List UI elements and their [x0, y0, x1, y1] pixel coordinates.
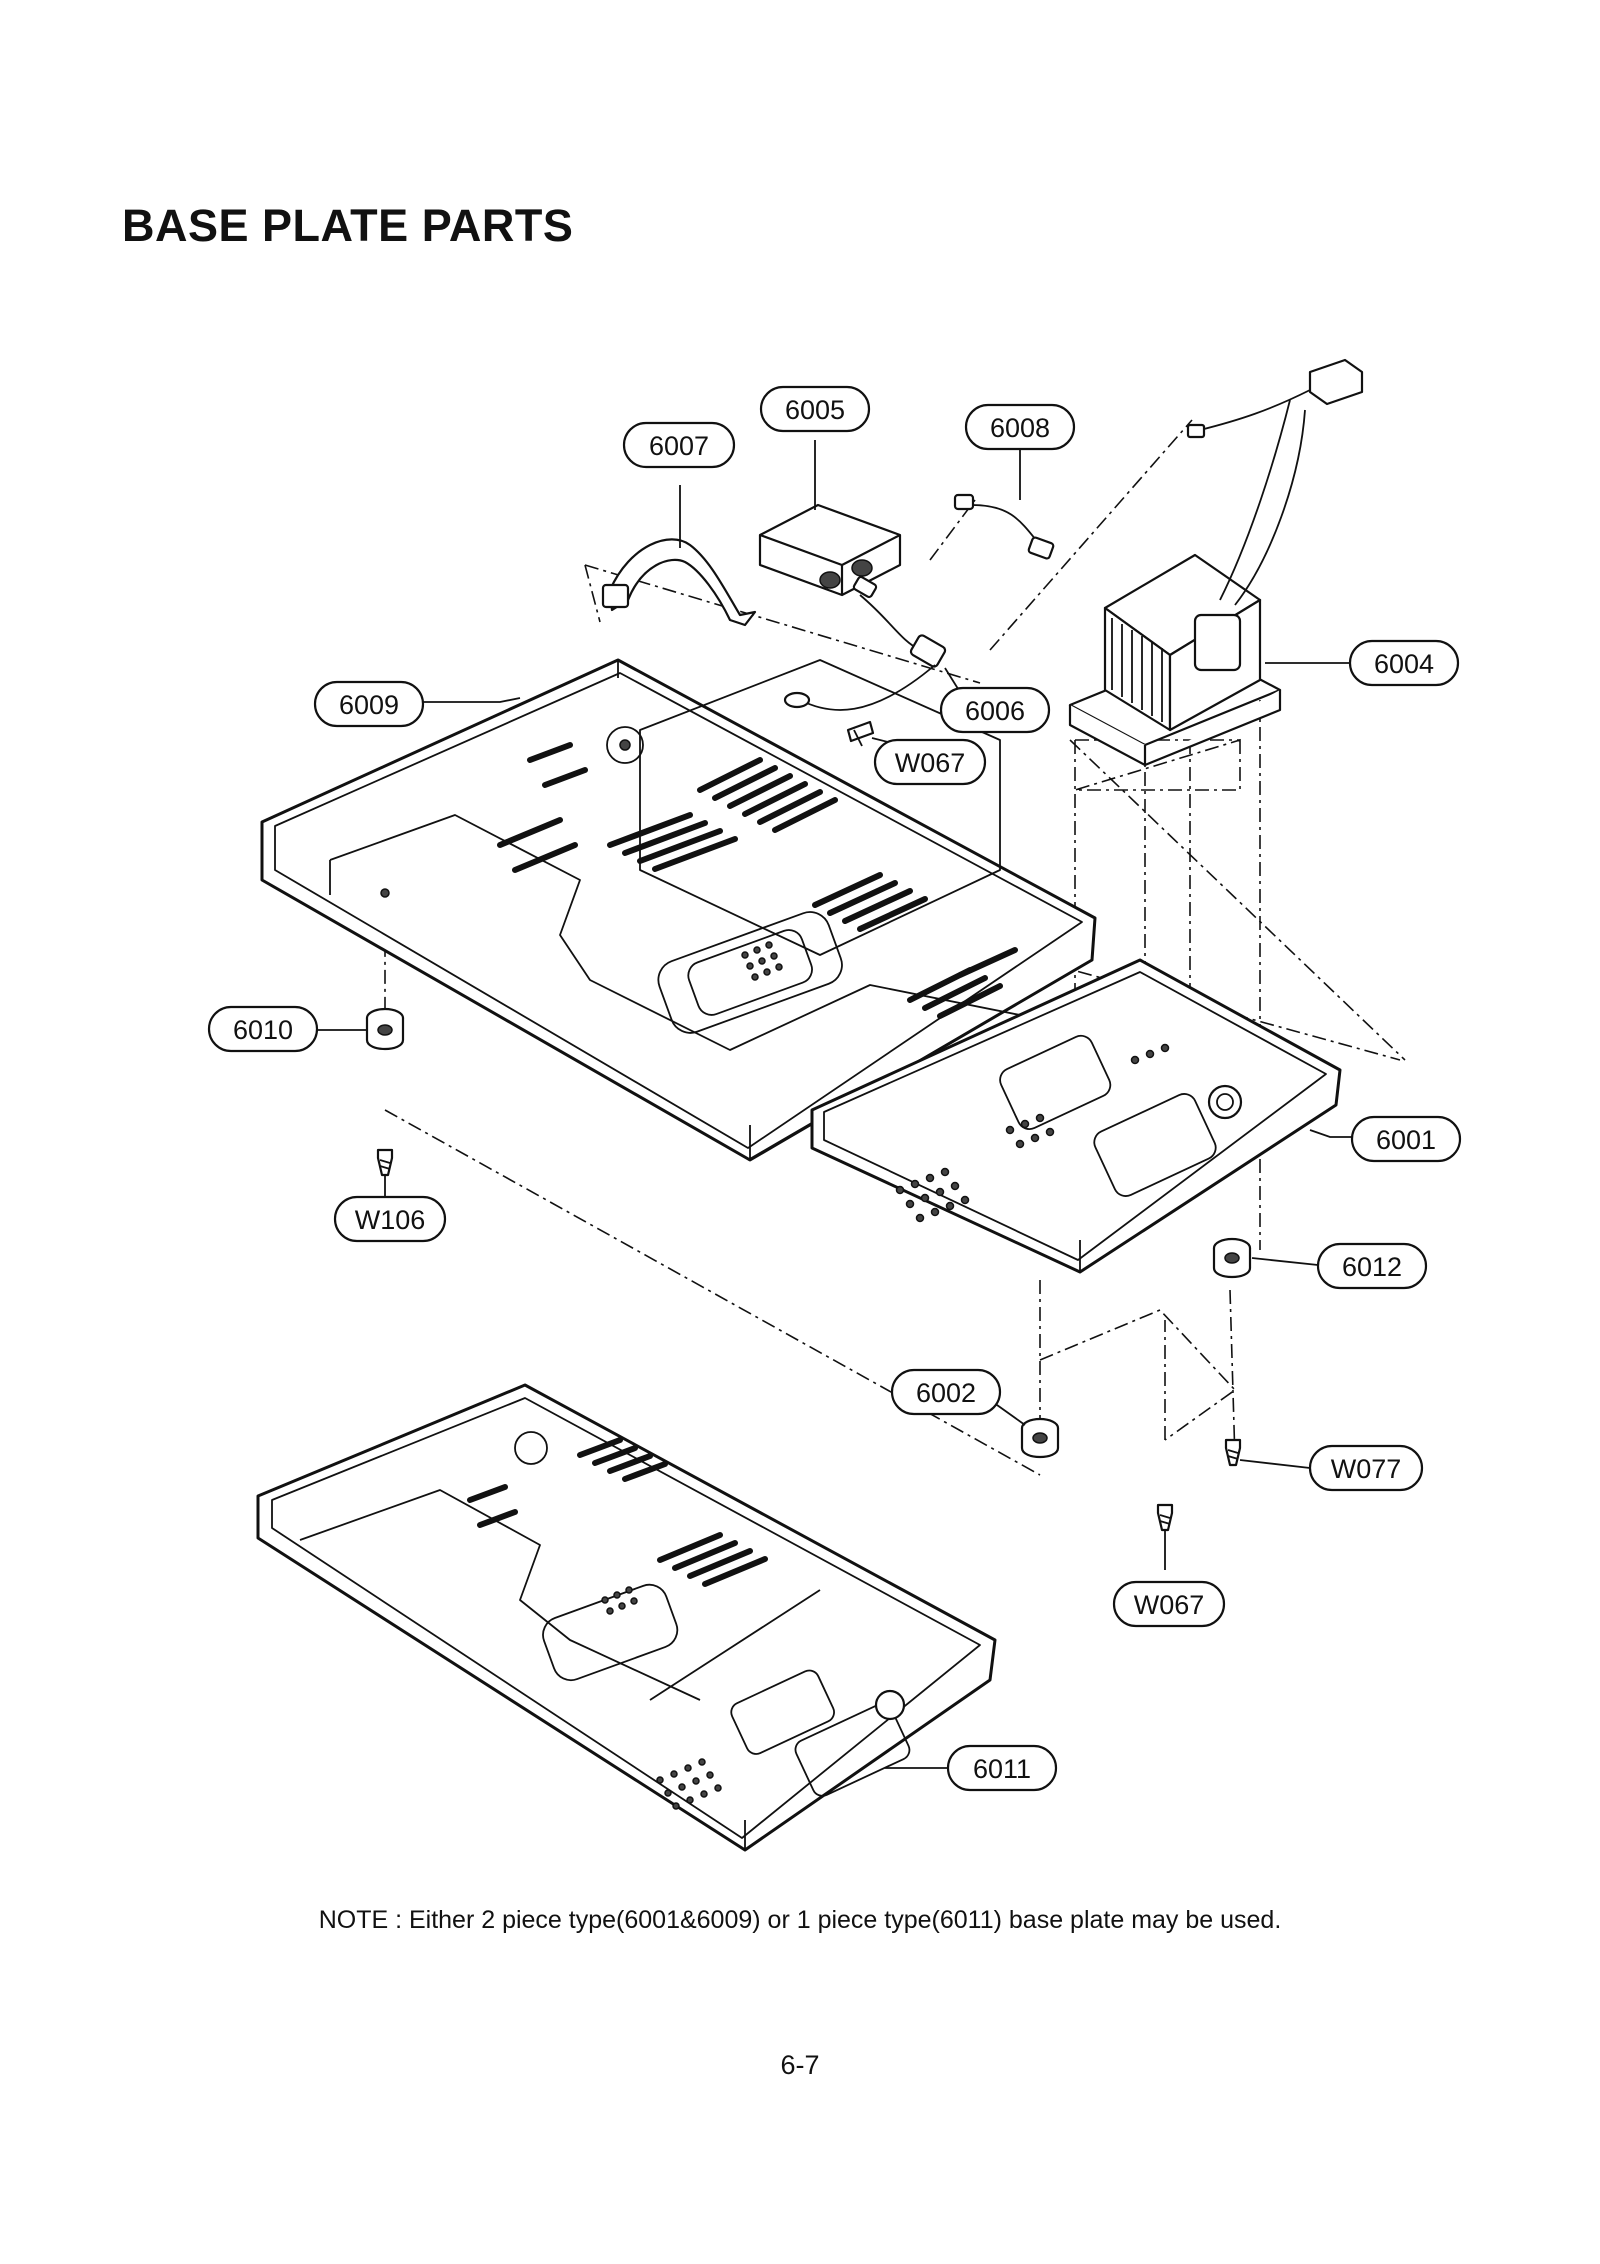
callout-w077: W077 — [1308, 1444, 1424, 1492]
svg-text:6006: 6006 — [965, 696, 1025, 726]
svg-text:6009: 6009 — [339, 690, 399, 720]
foot-6010 — [365, 1007, 405, 1051]
callout-6002: 6002 — [890, 1368, 1002, 1416]
svg-text:6001: 6001 — [1376, 1125, 1436, 1155]
screw-w067-bottom — [1156, 1503, 1174, 1532]
screw-w106 — [376, 1148, 394, 1177]
foot-6002 — [1020, 1417, 1060, 1459]
svg-text:6005: 6005 — [785, 395, 845, 425]
svg-text:6012: 6012 — [1342, 1252, 1402, 1282]
svg-text:6010: 6010 — [233, 1015, 293, 1045]
screw-w067-top — [846, 720, 875, 747]
svg-text:6002: 6002 — [916, 1378, 976, 1408]
callout-6005: 6005 — [759, 385, 871, 433]
footnote: NOTE : Either 2 piece type(6001&6009) or… — [318, 1906, 1282, 1934]
svg-text:W106: W106 — [355, 1205, 426, 1235]
capacitor-6005 — [758, 503, 902, 597]
page-title: BASE PLATE PARTS — [122, 200, 574, 251]
screw-w077 — [1224, 1438, 1242, 1467]
callout-6009: 6009 — [313, 680, 425, 728]
foot-6012 — [1212, 1237, 1252, 1279]
base-plate-6009 — [260, 658, 1097, 1162]
diode-6006 — [783, 575, 947, 711]
callout-6011: 6011 — [946, 1744, 1058, 1792]
svg-text:W067: W067 — [1134, 1590, 1205, 1620]
svg-text:W067: W067 — [895, 748, 966, 778]
callout-w067-bottom: W067 — [1112, 1580, 1226, 1628]
callout-6007: 6007 — [622, 421, 736, 469]
bracket-6007 — [601, 538, 757, 627]
callout-6012: 6012 — [1316, 1242, 1428, 1290]
callout-6001: 6001 — [1350, 1115, 1462, 1163]
vent-holes-6011 — [601, 1586, 722, 1810]
vent-slots-6011 — [467, 1437, 768, 1587]
callout-6004: 6004 — [1348, 639, 1460, 687]
callout-w067-top: W067 — [873, 738, 987, 786]
base-plate-6011 — [256, 1383, 997, 1852]
callout-6008: 6008 — [964, 403, 1076, 451]
callout-6006: 6006 — [939, 686, 1051, 734]
svg-text:W077: W077 — [1331, 1454, 1402, 1484]
wire-connector — [1186, 358, 1364, 439]
vent-holes-6001 — [895, 1043, 1170, 1223]
callout-w106: W106 — [333, 1195, 447, 1243]
transformer-6004 — [1068, 399, 1306, 767]
callout-6010: 6010 — [207, 1005, 319, 1053]
page-number: 6-7 — [780, 2050, 820, 2080]
svg-text:6011: 6011 — [973, 1754, 1031, 1784]
wire-6008 — [953, 493, 1055, 560]
base-plate-6001 — [810, 958, 1342, 1274]
svg-text:6004: 6004 — [1374, 649, 1434, 679]
vent-slots-6009 — [497, 742, 1018, 1019]
svg-text:6007: 6007 — [649, 431, 709, 461]
svg-text:6008: 6008 — [990, 413, 1050, 443]
